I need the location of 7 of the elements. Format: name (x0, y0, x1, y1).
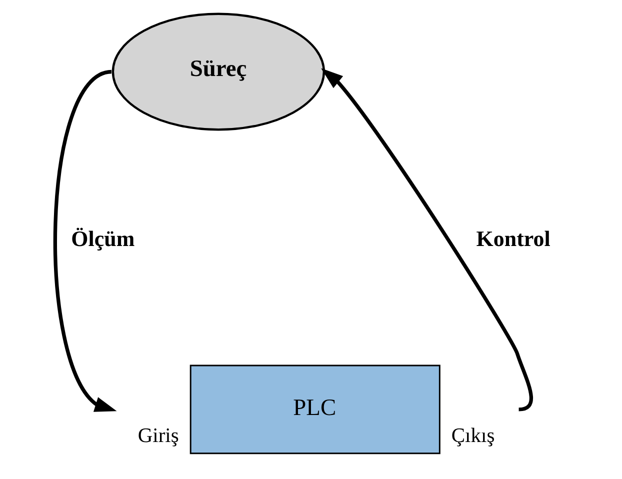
node-ellipse: Süreç (112, 12, 326, 131)
arrow (54, 70, 117, 412)
edge-label: Kontrol (476, 226, 550, 252)
arrow (321, 68, 533, 412)
edge-label: Ölçüm (71, 226, 135, 252)
node-label: Çıkış (451, 424, 495, 447)
node-label: Giriş (138, 424, 179, 447)
